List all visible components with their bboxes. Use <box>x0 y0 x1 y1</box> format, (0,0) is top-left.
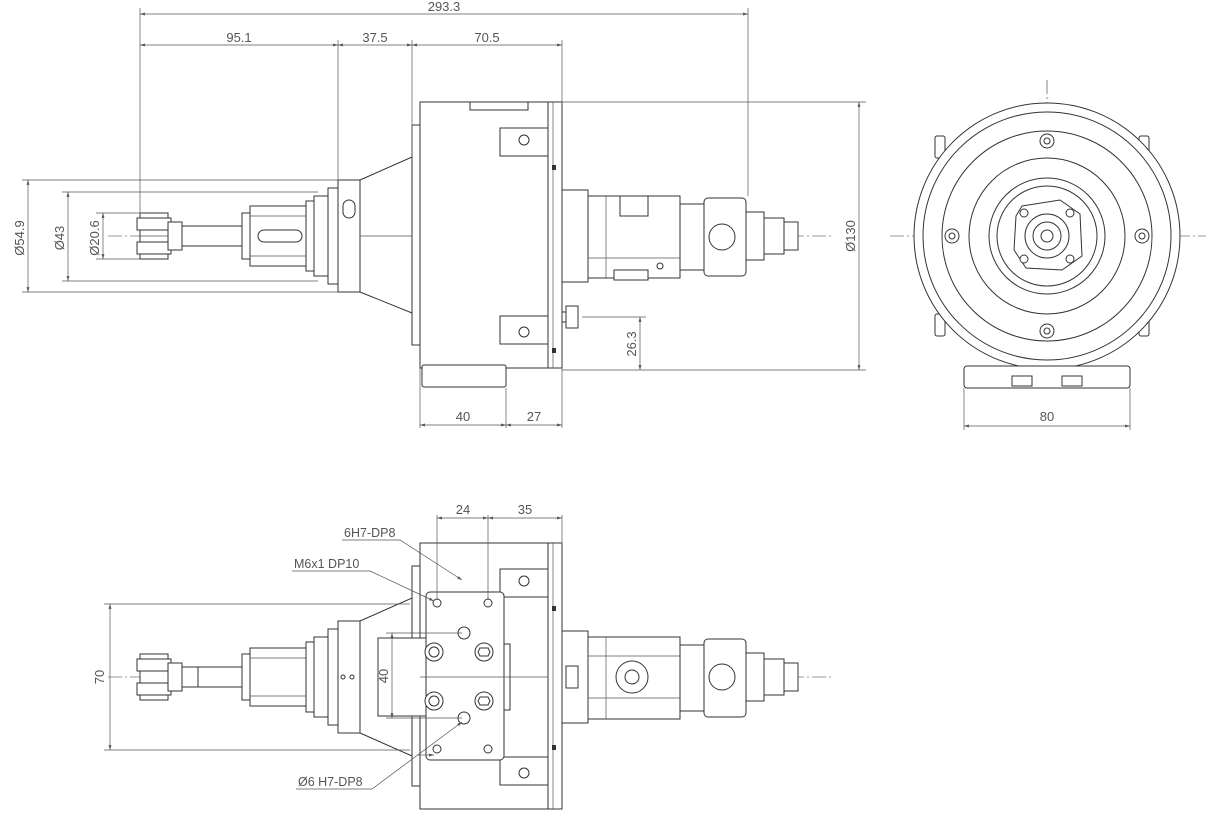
note-thread: M6x1 DP10 <box>294 557 359 571</box>
output-side <box>561 189 799 329</box>
dim-base-length-1: 40 <box>456 409 470 424</box>
cone-flange <box>327 156 413 314</box>
dim-body-length: 70.5 <box>474 30 499 45</box>
dim-tool-length: 95.1 <box>226 30 251 45</box>
spline-hub <box>241 195 329 277</box>
dim-hole-offset-35: 35 <box>518 502 532 517</box>
note-dowel-hole: Ø6 H7-DP8 <box>298 775 363 789</box>
end-view: 80 <box>890 80 1206 430</box>
dim-outlet-height: 26.3 <box>624 331 639 356</box>
dim-dia-54-9: Ø54.9 <box>12 220 27 255</box>
dim-overall-width-70: 70 <box>92 670 107 684</box>
dim-hole-spacing-40: 40 <box>376 669 391 683</box>
collet-nut <box>136 212 172 260</box>
dim-dia-20-6: Ø20.6 <box>87 220 102 255</box>
dim-base-length-2: 27 <box>527 409 541 424</box>
dim-cone-length: 37.5 <box>362 30 387 45</box>
dim-dia-43: Ø43 <box>52 226 67 251</box>
side-dimension-lines <box>22 8 866 428</box>
dim-dia-130: Ø130 <box>843 220 858 252</box>
side-view: 293.3 95.1 37.5 70.5 40 27 Ø130 26.3 Ø54… <box>12 0 866 428</box>
top-view: 24 35 40 70 6H7-DP8 M6x1 DP10 Ø6 H7-DP8 <box>92 502 832 810</box>
tool-shank <box>167 221 243 251</box>
note-pin-hole: 6H7-DP8 <box>344 526 395 540</box>
main-housing <box>411 101 563 388</box>
dim-overall-length: 293.3 <box>428 0 461 14</box>
dim-base-width: 80 <box>1040 409 1054 424</box>
dim-hole-spacing-24: 24 <box>456 502 470 517</box>
side-dimension-arrows <box>26 12 861 427</box>
